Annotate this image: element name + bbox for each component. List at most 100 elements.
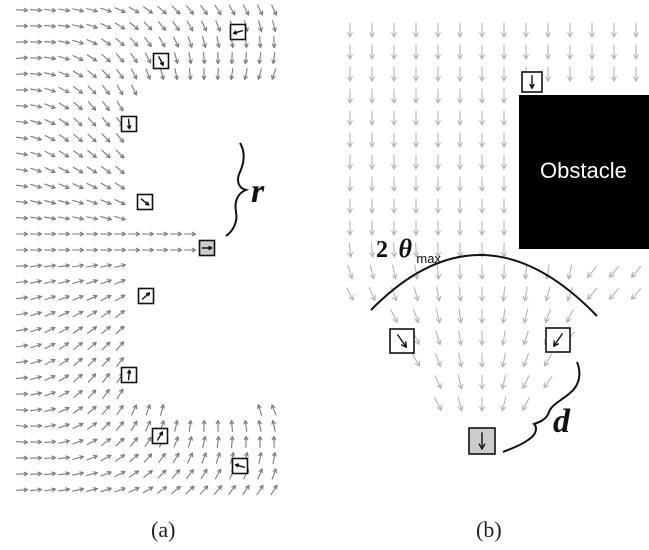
field-arrow xyxy=(215,36,221,48)
field-arrow xyxy=(87,133,97,143)
field-arrow xyxy=(87,101,97,111)
field-arrow xyxy=(186,468,194,480)
field-arrow xyxy=(566,44,574,60)
field-arrow xyxy=(116,404,124,416)
field-arrow xyxy=(100,182,112,190)
field-arrow xyxy=(44,423,56,429)
field-arrow xyxy=(16,167,28,173)
field-arrow xyxy=(29,439,43,445)
field-arrow xyxy=(29,231,43,237)
field-arrow xyxy=(87,357,97,367)
field-arrow xyxy=(58,166,70,174)
field-arrow xyxy=(29,455,43,461)
field-arrow xyxy=(172,452,180,464)
field-arrow xyxy=(183,247,197,253)
field-arrow xyxy=(456,88,464,104)
field-arrow xyxy=(127,247,141,253)
field-arrow xyxy=(566,264,573,280)
field-arrow xyxy=(500,110,508,126)
field-arrow xyxy=(478,220,486,236)
field-arrow xyxy=(544,22,552,38)
field-arrow xyxy=(257,435,263,449)
field-arrow xyxy=(390,66,398,82)
field-arrow xyxy=(171,5,181,15)
field-arrow xyxy=(44,358,56,365)
field-arrow xyxy=(159,404,165,416)
field-arrow xyxy=(522,375,530,389)
field-arrow xyxy=(257,68,263,80)
field-arrow xyxy=(30,167,42,174)
field-arrow xyxy=(15,23,29,29)
field-arrow xyxy=(413,286,420,302)
field-arrow xyxy=(271,4,278,16)
field-arrow xyxy=(30,119,42,125)
agent-box xyxy=(152,52,170,70)
field-arrow xyxy=(86,438,98,446)
field-arrow xyxy=(131,84,138,96)
agent-heading-arrow xyxy=(141,292,151,300)
field-arrow xyxy=(30,215,42,221)
field-arrow xyxy=(29,7,43,13)
field-arrow xyxy=(86,310,98,318)
field-arrow xyxy=(156,486,168,494)
field-arrow xyxy=(29,71,43,77)
field-arrow xyxy=(73,390,83,398)
field-arrow xyxy=(456,198,464,214)
field-arrow xyxy=(632,44,640,60)
field-arrow xyxy=(243,435,249,449)
field-arrow xyxy=(87,69,97,79)
field-arrow xyxy=(412,66,420,82)
field-arrow xyxy=(72,166,84,174)
field-arrow xyxy=(390,22,398,38)
field-arrow xyxy=(44,183,56,190)
field-arrow xyxy=(15,215,29,221)
field-arrow xyxy=(346,176,354,192)
field-arrow xyxy=(199,485,209,495)
field-arrow xyxy=(229,68,235,80)
field-arrow xyxy=(169,231,183,237)
field-arrow xyxy=(115,133,125,143)
field-arrow xyxy=(44,294,56,301)
field-arrow xyxy=(58,294,70,301)
field-arrow xyxy=(478,264,486,280)
field-arrow xyxy=(456,22,464,38)
field-arrow xyxy=(390,44,398,60)
field-arrow xyxy=(114,470,126,478)
field-arrow xyxy=(102,85,110,95)
field-arrow xyxy=(86,216,98,221)
field-arrow xyxy=(434,66,442,82)
angle-subscript: max xyxy=(416,251,441,266)
field-arrow xyxy=(86,166,98,174)
field-arrow xyxy=(228,485,236,495)
radius-label: r xyxy=(251,173,265,210)
field-arrow xyxy=(412,198,420,214)
field-arrow xyxy=(478,352,486,368)
field-arrow xyxy=(72,471,84,477)
field-arrow xyxy=(566,309,574,323)
field-arrow xyxy=(243,51,249,65)
field-arrow xyxy=(72,55,84,62)
field-arrow xyxy=(86,471,98,476)
field-arrow xyxy=(390,110,398,126)
field-arrow xyxy=(58,390,70,398)
field-arrow xyxy=(173,68,179,80)
field-arrow xyxy=(434,110,442,126)
field-arrow xyxy=(30,104,42,109)
field-arrow xyxy=(368,132,376,148)
field-arrow xyxy=(86,199,98,206)
field-arrow xyxy=(368,176,376,192)
field-arrow xyxy=(115,37,125,47)
obstacle-block xyxy=(519,95,649,249)
field-arrow xyxy=(142,486,154,494)
field-arrow xyxy=(271,52,277,64)
field-arrow xyxy=(630,288,642,300)
field-arrow xyxy=(435,330,442,346)
field-arrow xyxy=(368,22,376,38)
agent-box xyxy=(151,427,169,445)
field-arrow xyxy=(15,55,29,61)
field-arrow xyxy=(72,455,84,460)
field-arrow xyxy=(15,439,29,445)
agent-heading-arrow xyxy=(140,198,150,206)
angle-symbol: θ xyxy=(398,234,412,263)
field-arrow xyxy=(478,176,486,192)
